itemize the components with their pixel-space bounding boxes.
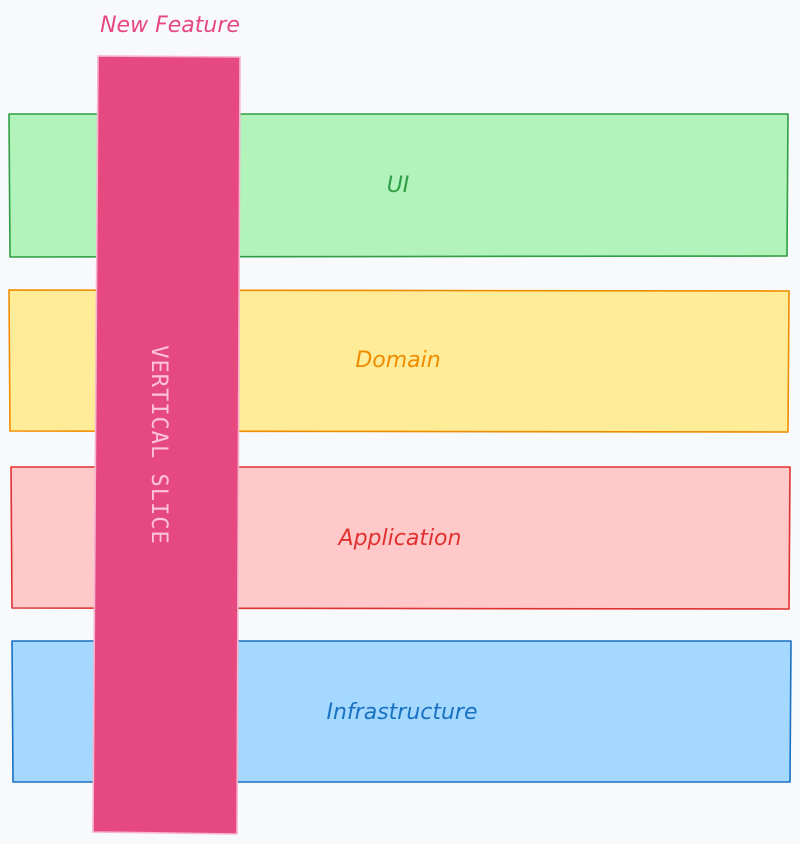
vertical-slice-label: VERTICAL SLICE bbox=[146, 345, 171, 544]
new-feature-label: New Feature bbox=[100, 13, 240, 38]
layer-domain-label: Domain bbox=[355, 348, 440, 373]
layer-infrastructure-label: Infrastructure bbox=[326, 700, 477, 725]
vertical-slice: VERTICAL SLICE bbox=[92, 55, 241, 835]
layer-application-label: Application bbox=[337, 526, 462, 551]
layer-ui-label: UI bbox=[387, 173, 410, 198]
vertical-slice-bar bbox=[92, 55, 241, 835]
